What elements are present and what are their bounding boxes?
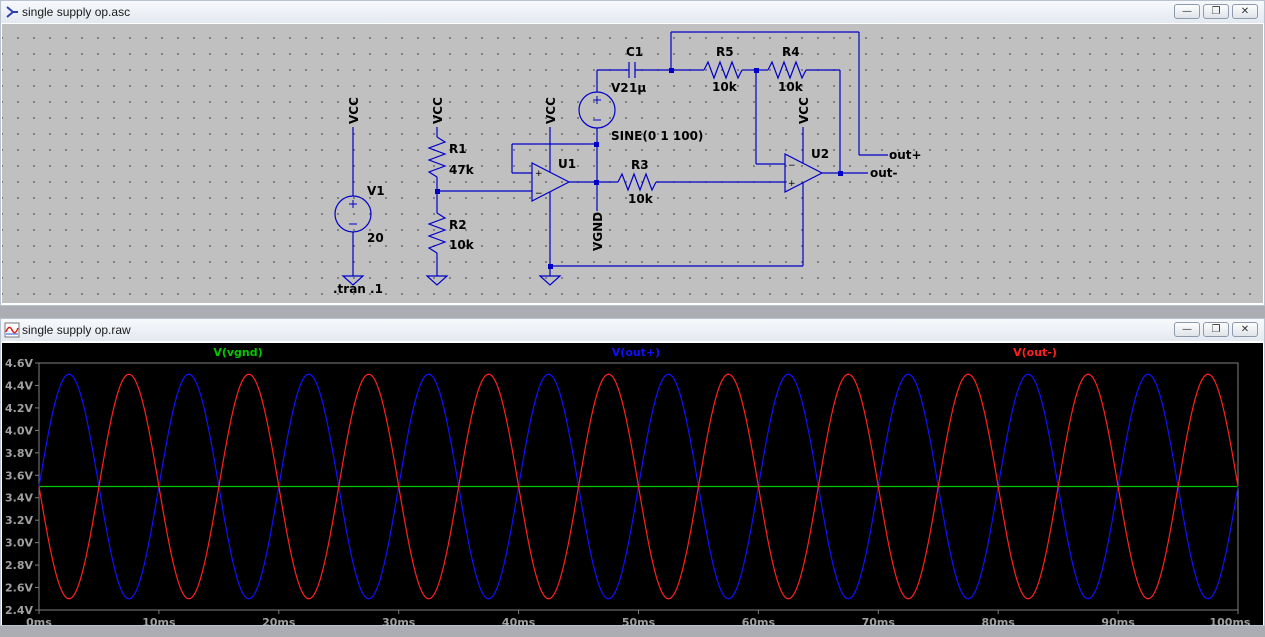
label-v2-name: V2 (611, 81, 629, 95)
label-vcc-u1: VCC (544, 97, 558, 124)
spice-directive[interactable]: .tran .1 (333, 282, 383, 296)
x-tick-label: 10ms (142, 616, 176, 625)
r5-resistor[interactable] (671, 60, 756, 80)
x-tick-label: 60ms (742, 616, 776, 625)
trace-v-out-[interactable] (38, 373, 1239, 600)
label-out-minus: out- (870, 166, 898, 180)
legend-v-out-[interactable]: V(out+) (612, 346, 660, 359)
schematic-window-title: single supply op.asc (22, 5, 131, 19)
label-r1-value: 47k (449, 163, 475, 177)
label-out-plus: out+ (889, 148, 922, 162)
label-r3-name: R3 (631, 158, 649, 172)
y-tick-label: 3.6V (5, 469, 33, 482)
v1-source[interactable] (334, 127, 372, 286)
y-tick-label: 3.4V (5, 492, 33, 505)
u2-plus-mark: + (788, 179, 796, 189)
label-r3-value: 10k (628, 192, 654, 206)
y-tick-label: 3.2V (5, 514, 33, 527)
label-v2-value: SINE(0 1 100) (611, 129, 703, 143)
waveform-window-title: single supply op.raw (22, 323, 131, 337)
x-tick-label: 50ms (622, 616, 656, 625)
label-vcc-v1: VCC (347, 97, 361, 124)
y-tick-label: 4.2V (5, 402, 33, 415)
schematic-app-icon (6, 6, 18, 18)
x-tick-label: 30ms (382, 616, 416, 625)
label-r2-value: 10k (449, 238, 475, 252)
schematic-drawing: + − − + VCC VCC VCC VCC V1 20 R1 47k R2 … (333, 31, 922, 296)
y-tick-label: 4.4V (5, 379, 33, 392)
schematic-close-button[interactable]: ✕ (1232, 4, 1258, 19)
label-u1-name: U1 (558, 157, 576, 171)
waveform-close-button[interactable]: ✕ (1232, 322, 1258, 337)
waveform-minimize-button[interactable]: — (1174, 322, 1200, 337)
u1-minus-mark: − (535, 189, 543, 199)
schematic-canvas[interactable]: + − − + VCC VCC VCC VCC V1 20 R1 47k R2 … (2, 24, 1263, 303)
label-vcc-r1: VCC (431, 97, 445, 124)
label-r2-name: R2 (449, 218, 467, 232)
x-tick-label: 0ms (26, 616, 52, 625)
u2-opamp[interactable] (550, 127, 868, 267)
v2-source[interactable] (578, 69, 629, 211)
x-tick-label: 40ms (502, 616, 536, 625)
waveform-plot: V(vgnd) V(out+) V(out-) 4.6V 4.4V 4.2V 4.0V 3.… (5, 346, 1251, 629)
waveform-titlebar[interactable]: single supply op.raw —❐✕ (1, 319, 1264, 341)
x-tick-label: 100ms (1210, 616, 1251, 625)
waveform-canvas[interactable]: V(vgnd) V(out+) V(out-) 4.6V 4.4V 4.2V 4.0V 3.… (2, 343, 1263, 629)
label-v1-name: V1 (367, 184, 385, 198)
x-tick-label: 80ms (982, 616, 1016, 625)
u2-minus-mark: − (788, 161, 796, 171)
u1-plus-mark: + (535, 169, 543, 179)
c1-capacitor[interactable] (628, 62, 671, 78)
r3-resistor[interactable] (597, 172, 785, 192)
label-u2-name: U2 (811, 147, 829, 161)
label-r1-name: R1 (449, 142, 467, 156)
schematic-restore-button[interactable]: ❐ (1203, 4, 1229, 19)
y-tick-label: 4.6V (5, 357, 33, 370)
label-vgnd: VGND (591, 212, 605, 251)
u1-opamp[interactable] (511, 127, 597, 286)
y-tick-label: 3.0V (5, 537, 33, 550)
r2-resistor[interactable] (425, 191, 449, 286)
label-vcc-u2: VCC (797, 97, 811, 124)
y-tick-label: 2.4V (5, 604, 33, 617)
y-tick-label: 4.0V (5, 424, 33, 437)
r1-resistor[interactable] (427, 127, 447, 191)
junction-dots (435, 68, 843, 269)
x-tick-label: 20ms (262, 616, 296, 625)
r4-resistor[interactable] (756, 60, 841, 173)
waveform-restore-button[interactable]: ❐ (1203, 322, 1229, 337)
label-c1-value: 1µ (629, 81, 646, 95)
label-r5-value: 10k (712, 80, 738, 94)
label-c1-name: C1 (626, 45, 643, 59)
schematic-window: single supply op.asc —❐✕ (0, 0, 1265, 306)
legend-v-vgnd-[interactable]: V(vgnd) (213, 346, 262, 359)
y-tick-label: 2.6V (5, 582, 33, 595)
label-r5-name: R5 (716, 45, 734, 59)
label-v1-value: 20 (367, 231, 384, 245)
legend-v-out-[interactable]: V(out-) (1013, 346, 1057, 359)
schematic-minimize-button[interactable]: — (1174, 4, 1200, 19)
y-tick-label: 3.8V (5, 447, 33, 460)
waveform-app-icon (4, 322, 20, 338)
waveform-window: single supply op.raw —❐✕ V(vgnd)V(out+)V… (0, 318, 1265, 629)
x-tick-label: 90ms (1101, 616, 1135, 625)
label-r4-name: R4 (782, 45, 800, 59)
schematic-titlebar[interactable]: single supply op.asc —❐✕ (1, 1, 1264, 23)
x-tick-label: 70ms (862, 616, 896, 625)
label-r4-value: 10k (778, 80, 804, 94)
y-tick-label: 2.8V (5, 559, 33, 572)
